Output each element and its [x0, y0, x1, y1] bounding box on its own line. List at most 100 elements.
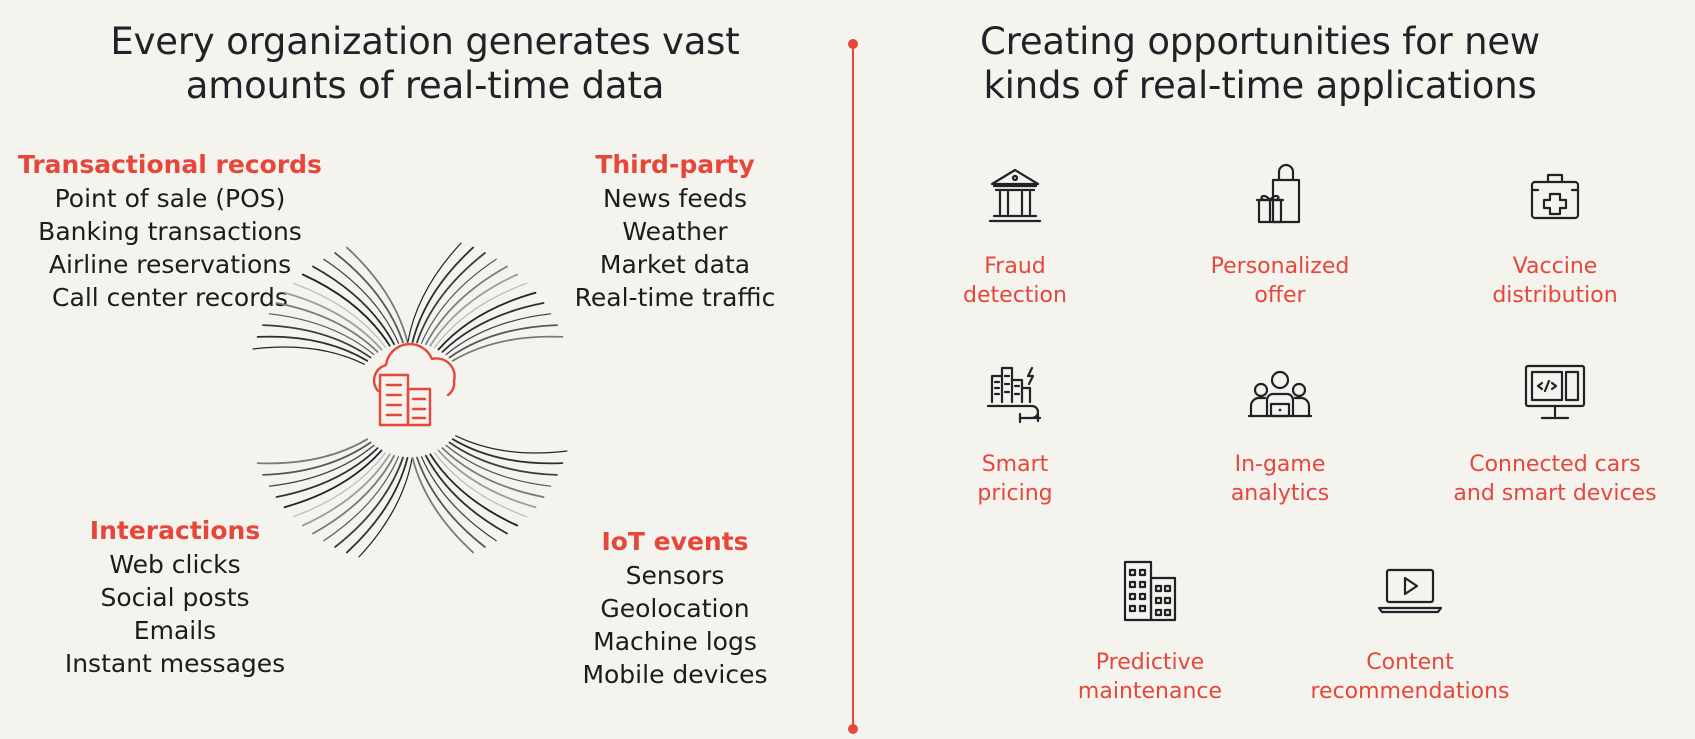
stream-line — [275, 447, 379, 498]
stream-line — [441, 302, 545, 353]
third-party-group: Third-party News feeds Weather Market da… — [545, 148, 805, 314]
group-heading: IoT events — [601, 527, 749, 556]
building-icon — [1123, 560, 1177, 622]
stream-line — [256, 438, 369, 465]
app-label-line: analytics — [1230, 481, 1330, 506]
stream-line — [292, 452, 387, 518]
stream-line — [283, 449, 383, 509]
app-in-game-analytics: In-game analytics — [1160, 358, 1400, 508]
stream-line — [420, 456, 497, 542]
divider-line — [852, 44, 854, 729]
stream-line — [301, 453, 391, 527]
app-label-line: Smart — [981, 452, 1049, 477]
app-vaccine-distribution: Vaccine distribution — [1435, 160, 1675, 310]
group-item: Real-time traffic — [574, 283, 776, 312]
stream-line — [346, 457, 409, 554]
stream-line — [451, 438, 564, 465]
divider-dot-bottom — [848, 724, 858, 734]
app-content-recommendations: Content recommendations — [1290, 556, 1530, 706]
stream-line — [312, 265, 395, 346]
group-item: Point of sale (POS) — [54, 184, 286, 213]
stream-line — [256, 335, 369, 362]
right-title: Creating opportunities for new kinds of … — [979, 20, 1540, 107]
interactions-group: Interactions Web clicks Social posts Ema… — [20, 514, 330, 680]
stream-line — [455, 435, 568, 454]
group-item: News feeds — [603, 184, 747, 213]
iot-events-group: IoT events Sensors Geolocation Machine l… — [560, 525, 790, 691]
stream-line — [416, 252, 486, 344]
app-label-line: maintenance — [1077, 679, 1223, 704]
stream-line — [411, 457, 474, 554]
app-label-line: Connected cars — [1469, 452, 1641, 477]
stream-line — [445, 444, 552, 487]
stream-line — [441, 447, 545, 498]
bank-icon — [988, 168, 1042, 223]
group-item: Call center records — [52, 283, 288, 312]
group-heading: Transactional records — [18, 150, 322, 179]
stream-line — [301, 273, 391, 347]
app-label-line: distribution — [1492, 283, 1618, 308]
stream-line — [334, 456, 404, 548]
medical-kit-icon — [1530, 173, 1580, 220]
gamers-icon — [1247, 370, 1313, 418]
group-item: Banking transactions — [38, 217, 302, 246]
stream-line — [416, 456, 486, 548]
stream-line — [334, 252, 404, 344]
stream-line — [429, 273, 519, 347]
group-item: Market data — [599, 250, 751, 279]
app-connected-cars: Connected cars and smart devices — [1435, 358, 1675, 508]
stream-line — [268, 444, 375, 487]
stream-line — [323, 456, 400, 542]
group-item: Instant messages — [64, 649, 286, 678]
stream-line — [433, 452, 528, 518]
app-personalized-offer: Personalized offer — [1160, 160, 1400, 310]
group-item: Machine logs — [593, 627, 757, 656]
stream-line — [411, 246, 474, 343]
app-label-line: Personalized — [1210, 254, 1350, 279]
stream-line — [358, 457, 413, 558]
left-title: Every organization generates vast amount… — [110, 20, 740, 107]
app-label-line: detection — [963, 283, 1067, 308]
group-item: Airline reservations — [48, 250, 292, 279]
app-predictive-maintenance: Predictive maintenance — [1030, 556, 1270, 706]
stream-line — [437, 449, 537, 509]
stream-line — [262, 441, 372, 476]
stream-line — [312, 454, 395, 535]
stream-line — [323, 258, 400, 344]
group-item: Mobile devices — [582, 660, 768, 689]
stream-line — [292, 282, 387, 348]
stream-line — [268, 313, 375, 356]
data-streams-diagram — [252, 242, 568, 558]
stream-line — [429, 453, 519, 527]
group-item: Weather — [622, 217, 728, 246]
stream-line — [275, 302, 379, 353]
stream-line — [425, 454, 508, 535]
stream-line — [448, 441, 558, 476]
group-item: Social posts — [100, 583, 250, 612]
cloud-building-icon — [372, 342, 456, 427]
stream-line — [425, 265, 508, 346]
app-label-line: Content — [1366, 650, 1454, 675]
group-item: Sensors — [625, 561, 725, 590]
shopping-bag-gift-icon — [1255, 163, 1301, 224]
stream-line — [420, 258, 497, 344]
stream-line — [448, 324, 558, 359]
app-label-line: In-game — [1234, 452, 1326, 477]
group-item: Geolocation — [600, 594, 750, 623]
app-label-line: and smart devices — [1453, 481, 1657, 506]
stream-line — [407, 242, 462, 343]
stream-line — [451, 335, 564, 362]
divider-dot-top — [848, 39, 858, 49]
app-label-line: recommendations — [1310, 679, 1510, 704]
computer-code-icon — [1524, 364, 1586, 420]
app-label-line: Predictive — [1095, 650, 1205, 675]
app-label-line: offer — [1254, 283, 1306, 308]
stream-line — [283, 291, 383, 351]
app-label-line: Fraud — [984, 254, 1046, 279]
stream-line — [445, 313, 552, 356]
stream-line — [437, 291, 537, 351]
app-smart-pricing: Smart pricing — [895, 358, 1135, 508]
app-label-line: pricing — [977, 481, 1053, 506]
laptop-video-icon — [1377, 568, 1443, 614]
app-label-line: Vaccine — [1512, 254, 1598, 279]
